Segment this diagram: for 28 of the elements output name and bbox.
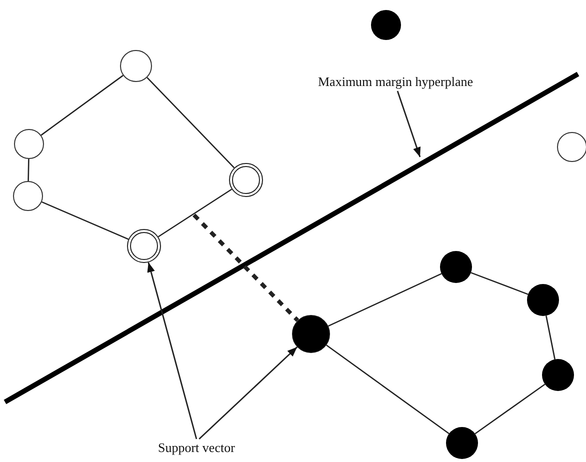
- hull-line: [28, 158, 30, 182]
- data-point-circle: [440, 251, 472, 283]
- data-point-circle: [371, 10, 401, 40]
- hull-line: [40, 74, 124, 136]
- leader-arrow: [147, 262, 198, 440]
- hull-line: [326, 344, 450, 434]
- callout-text: Maximum margin hyperplane: [318, 74, 474, 90]
- data-point-circle: [542, 359, 574, 391]
- hull-line: [42, 201, 129, 240]
- data-point-circle: [557, 132, 586, 162]
- hull-line: [158, 188, 232, 238]
- data-point-circle: [13, 181, 43, 211]
- data-point-circle: [446, 427, 478, 459]
- hull-line: [546, 316, 556, 360]
- data-point-circle: [14, 129, 44, 159]
- hull-line: [470, 272, 528, 295]
- leader-arrow: [396, 90, 421, 158]
- data-point-circle: [527, 284, 559, 316]
- support-vector-circle: [292, 315, 330, 353]
- hull-line: [328, 273, 442, 327]
- leader-arrow: [198, 346, 298, 440]
- hull-line: [146, 77, 235, 168]
- data-point-circle: [120, 50, 152, 82]
- callout-text: Support vector: [158, 440, 235, 456]
- support-vector-circle: [229, 163, 263, 197]
- margin-line: [192, 214, 300, 322]
- hull-line: [474, 384, 546, 434]
- support-vector-circle: [127, 229, 161, 263]
